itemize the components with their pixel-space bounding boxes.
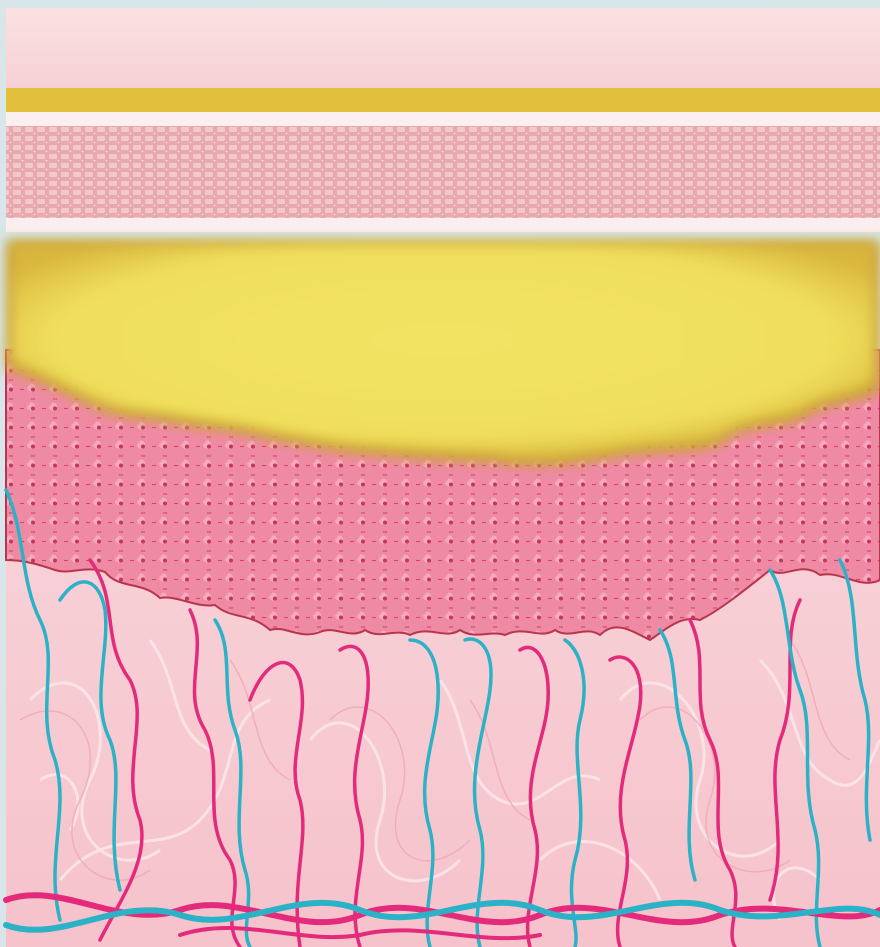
surface-layer [6, 8, 880, 88]
white-strip [6, 112, 880, 126]
cell-grid-layer [6, 126, 880, 220]
gold-band [6, 88, 880, 112]
white-strip-lower [6, 218, 880, 232]
